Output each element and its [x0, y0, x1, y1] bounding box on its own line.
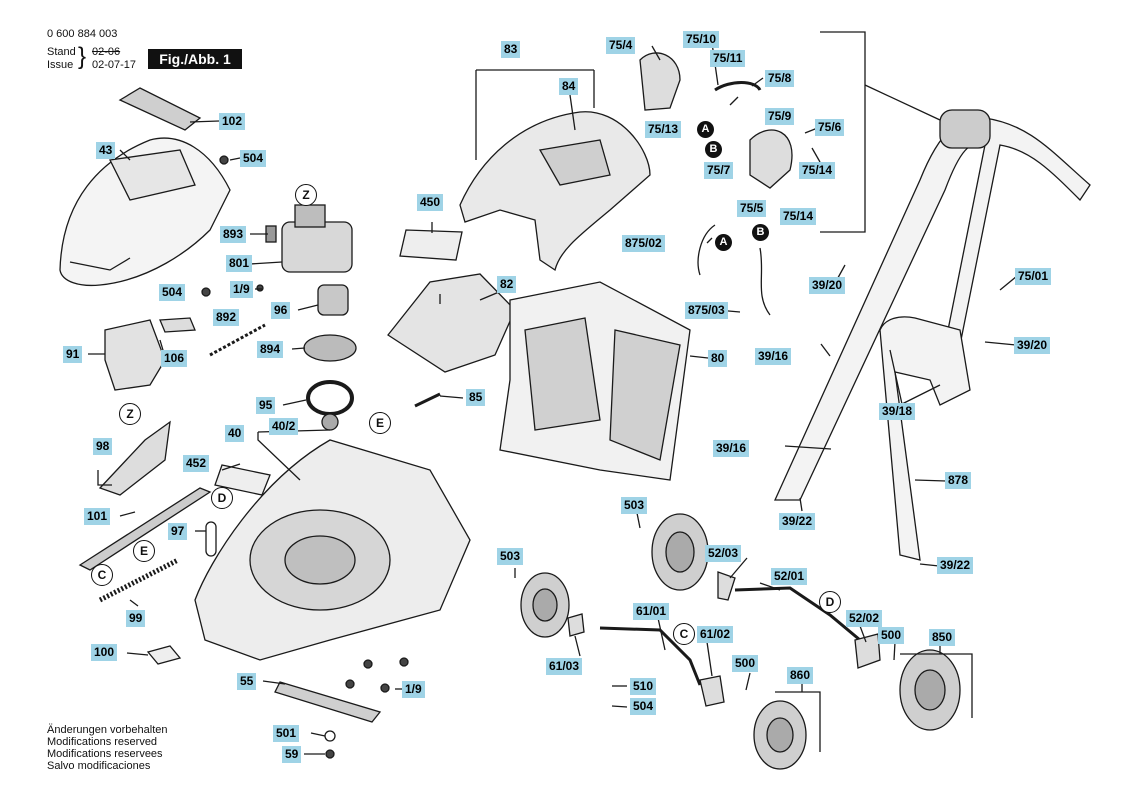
part-label-75-8[interactable]: 75/8 — [765, 70, 795, 87]
part-label-82[interactable]: 82 — [497, 276, 517, 293]
marker-c: C — [91, 564, 113, 586]
figure-label: Fig./Abb. 1 — [148, 49, 242, 69]
part-label-500[interactable]: 500 — [878, 627, 905, 644]
part-label-39-20[interactable]: 39/20 — [1014, 337, 1051, 354]
part-label-503[interactable]: 503 — [497, 548, 524, 565]
part-label-61-02[interactable]: 61/02 — [697, 626, 734, 643]
part-label-75-14[interactable]: 75/14 — [799, 162, 836, 179]
part-label-80[interactable]: 80 — [708, 350, 728, 367]
part-label-75-9[interactable]: 75/9 — [765, 108, 795, 125]
part-label-96[interactable]: 96 — [271, 302, 291, 319]
brace-icon: } — [78, 43, 87, 70]
part-label-40-2[interactable]: 40/2 — [269, 418, 299, 435]
part-label-39-16[interactable]: 39/16 — [713, 440, 750, 457]
stand-label: Stand — [47, 46, 76, 58]
note-line: Salvo modificaciones — [47, 760, 151, 772]
part-label-892[interactable]: 892 — [213, 309, 240, 326]
modification-notes: Änderungen vorbehalten Modifications res… — [47, 724, 167, 772]
stand-value: 02-06 — [92, 46, 121, 58]
note-line: Modifications reservees — [47, 748, 163, 760]
marker-z: Z — [295, 184, 317, 206]
part-label-450[interactable]: 450 — [417, 194, 444, 211]
doc-number: 0 600 884 003 — [47, 28, 118, 40]
part-label-106[interactable]: 106 — [161, 350, 188, 367]
part-label-98[interactable]: 98 — [93, 438, 113, 455]
part-label-55[interactable]: 55 — [237, 673, 257, 690]
part-label-878[interactable]: 878 — [945, 472, 972, 489]
part-label-100[interactable]: 100 — [91, 644, 118, 661]
part-label-1-9[interactable]: 1/9 — [230, 281, 253, 298]
part-label-95[interactable]: 95 — [256, 397, 276, 414]
part-label-504[interactable]: 504 — [240, 150, 267, 167]
marker-c: C — [673, 623, 695, 645]
part-label-1-9[interactable]: 1/9 — [402, 681, 425, 698]
marker-b: B — [705, 141, 722, 158]
part-label-850[interactable]: 850 — [929, 629, 956, 646]
part-label-893[interactable]: 893 — [220, 226, 247, 243]
issue-value: 02-07-17 — [92, 59, 137, 71]
part-label-39-16[interactable]: 39/16 — [755, 348, 792, 365]
part-label-504[interactable]: 504 — [630, 698, 657, 715]
issue-label: Issue — [47, 59, 74, 71]
part-label-61-03[interactable]: 61/03 — [546, 658, 583, 675]
part-label-452[interactable]: 452 — [183, 455, 210, 472]
part-label-75-01[interactable]: 75/01 — [1015, 268, 1052, 285]
note-line: Modifications reserved — [47, 736, 158, 748]
part-label-75-5[interactable]: 75/5 — [737, 200, 767, 217]
part-label-75-14[interactable]: 75/14 — [780, 208, 817, 225]
part-label-875-03[interactable]: 875/03 — [685, 302, 728, 319]
part-label-894[interactable]: 894 — [257, 341, 284, 358]
marker-d: D — [211, 487, 233, 509]
part-label-504[interactable]: 504 — [159, 284, 186, 301]
part-label-39-22[interactable]: 39/22 — [937, 557, 974, 574]
part-label-52-03[interactable]: 52/03 — [705, 545, 742, 562]
part-label-91[interactable]: 91 — [63, 346, 83, 363]
part-label-860[interactable]: 860 — [787, 667, 814, 684]
marker-a: A — [697, 121, 714, 138]
part-label-500[interactable]: 500 — [732, 655, 759, 672]
part-label-39-18[interactable]: 39/18 — [879, 403, 916, 420]
part-label-75-6[interactable]: 75/6 — [815, 119, 845, 136]
part-label-85[interactable]: 85 — [466, 389, 486, 406]
part-label-39-22[interactable]: 39/22 — [779, 513, 816, 530]
part-label-83[interactable]: 83 — [501, 41, 521, 58]
part-label-59[interactable]: 59 — [282, 746, 302, 763]
part-label-75-4[interactable]: 75/4 — [606, 37, 636, 54]
marker-b: B — [752, 224, 769, 241]
part-label-75-10[interactable]: 75/10 — [683, 31, 720, 48]
marker-e: E — [133, 540, 155, 562]
part-label-99[interactable]: 99 — [126, 610, 146, 627]
marker-a: A — [715, 234, 732, 251]
part-label-801[interactable]: 801 — [226, 255, 253, 272]
part-label-75-13[interactable]: 75/13 — [645, 121, 682, 138]
part-label-101[interactable]: 101 — [84, 508, 111, 525]
part-label-39-20[interactable]: 39/20 — [809, 277, 846, 294]
part-label-510[interactable]: 510 — [630, 678, 657, 695]
part-label-75-11[interactable]: 75/11 — [710, 50, 746, 67]
part-label-503[interactable]: 503 — [621, 497, 648, 514]
part-label-52-01[interactable]: 52/01 — [771, 568, 808, 585]
part-label-40[interactable]: 40 — [225, 425, 245, 442]
note-line: Änderungen vorbehalten — [47, 724, 168, 736]
part-label-501[interactable]: 501 — [273, 725, 300, 742]
part-label-97[interactable]: 97 — [168, 523, 188, 540]
marker-e: E — [369, 412, 391, 434]
marker-d: D — [819, 591, 841, 613]
part-label-61-01[interactable]: 61/01 — [633, 603, 670, 620]
part-label-84[interactable]: 84 — [559, 78, 579, 95]
part-label-52-02[interactable]: 52/02 — [846, 610, 883, 627]
part-label-875-02[interactable]: 875/02 — [622, 235, 665, 252]
marker-z: Z — [119, 403, 141, 425]
part-label-43[interactable]: 43 — [96, 142, 116, 159]
part-label-102[interactable]: 102 — [219, 113, 246, 130]
part-label-75-7[interactable]: 75/7 — [704, 162, 734, 179]
